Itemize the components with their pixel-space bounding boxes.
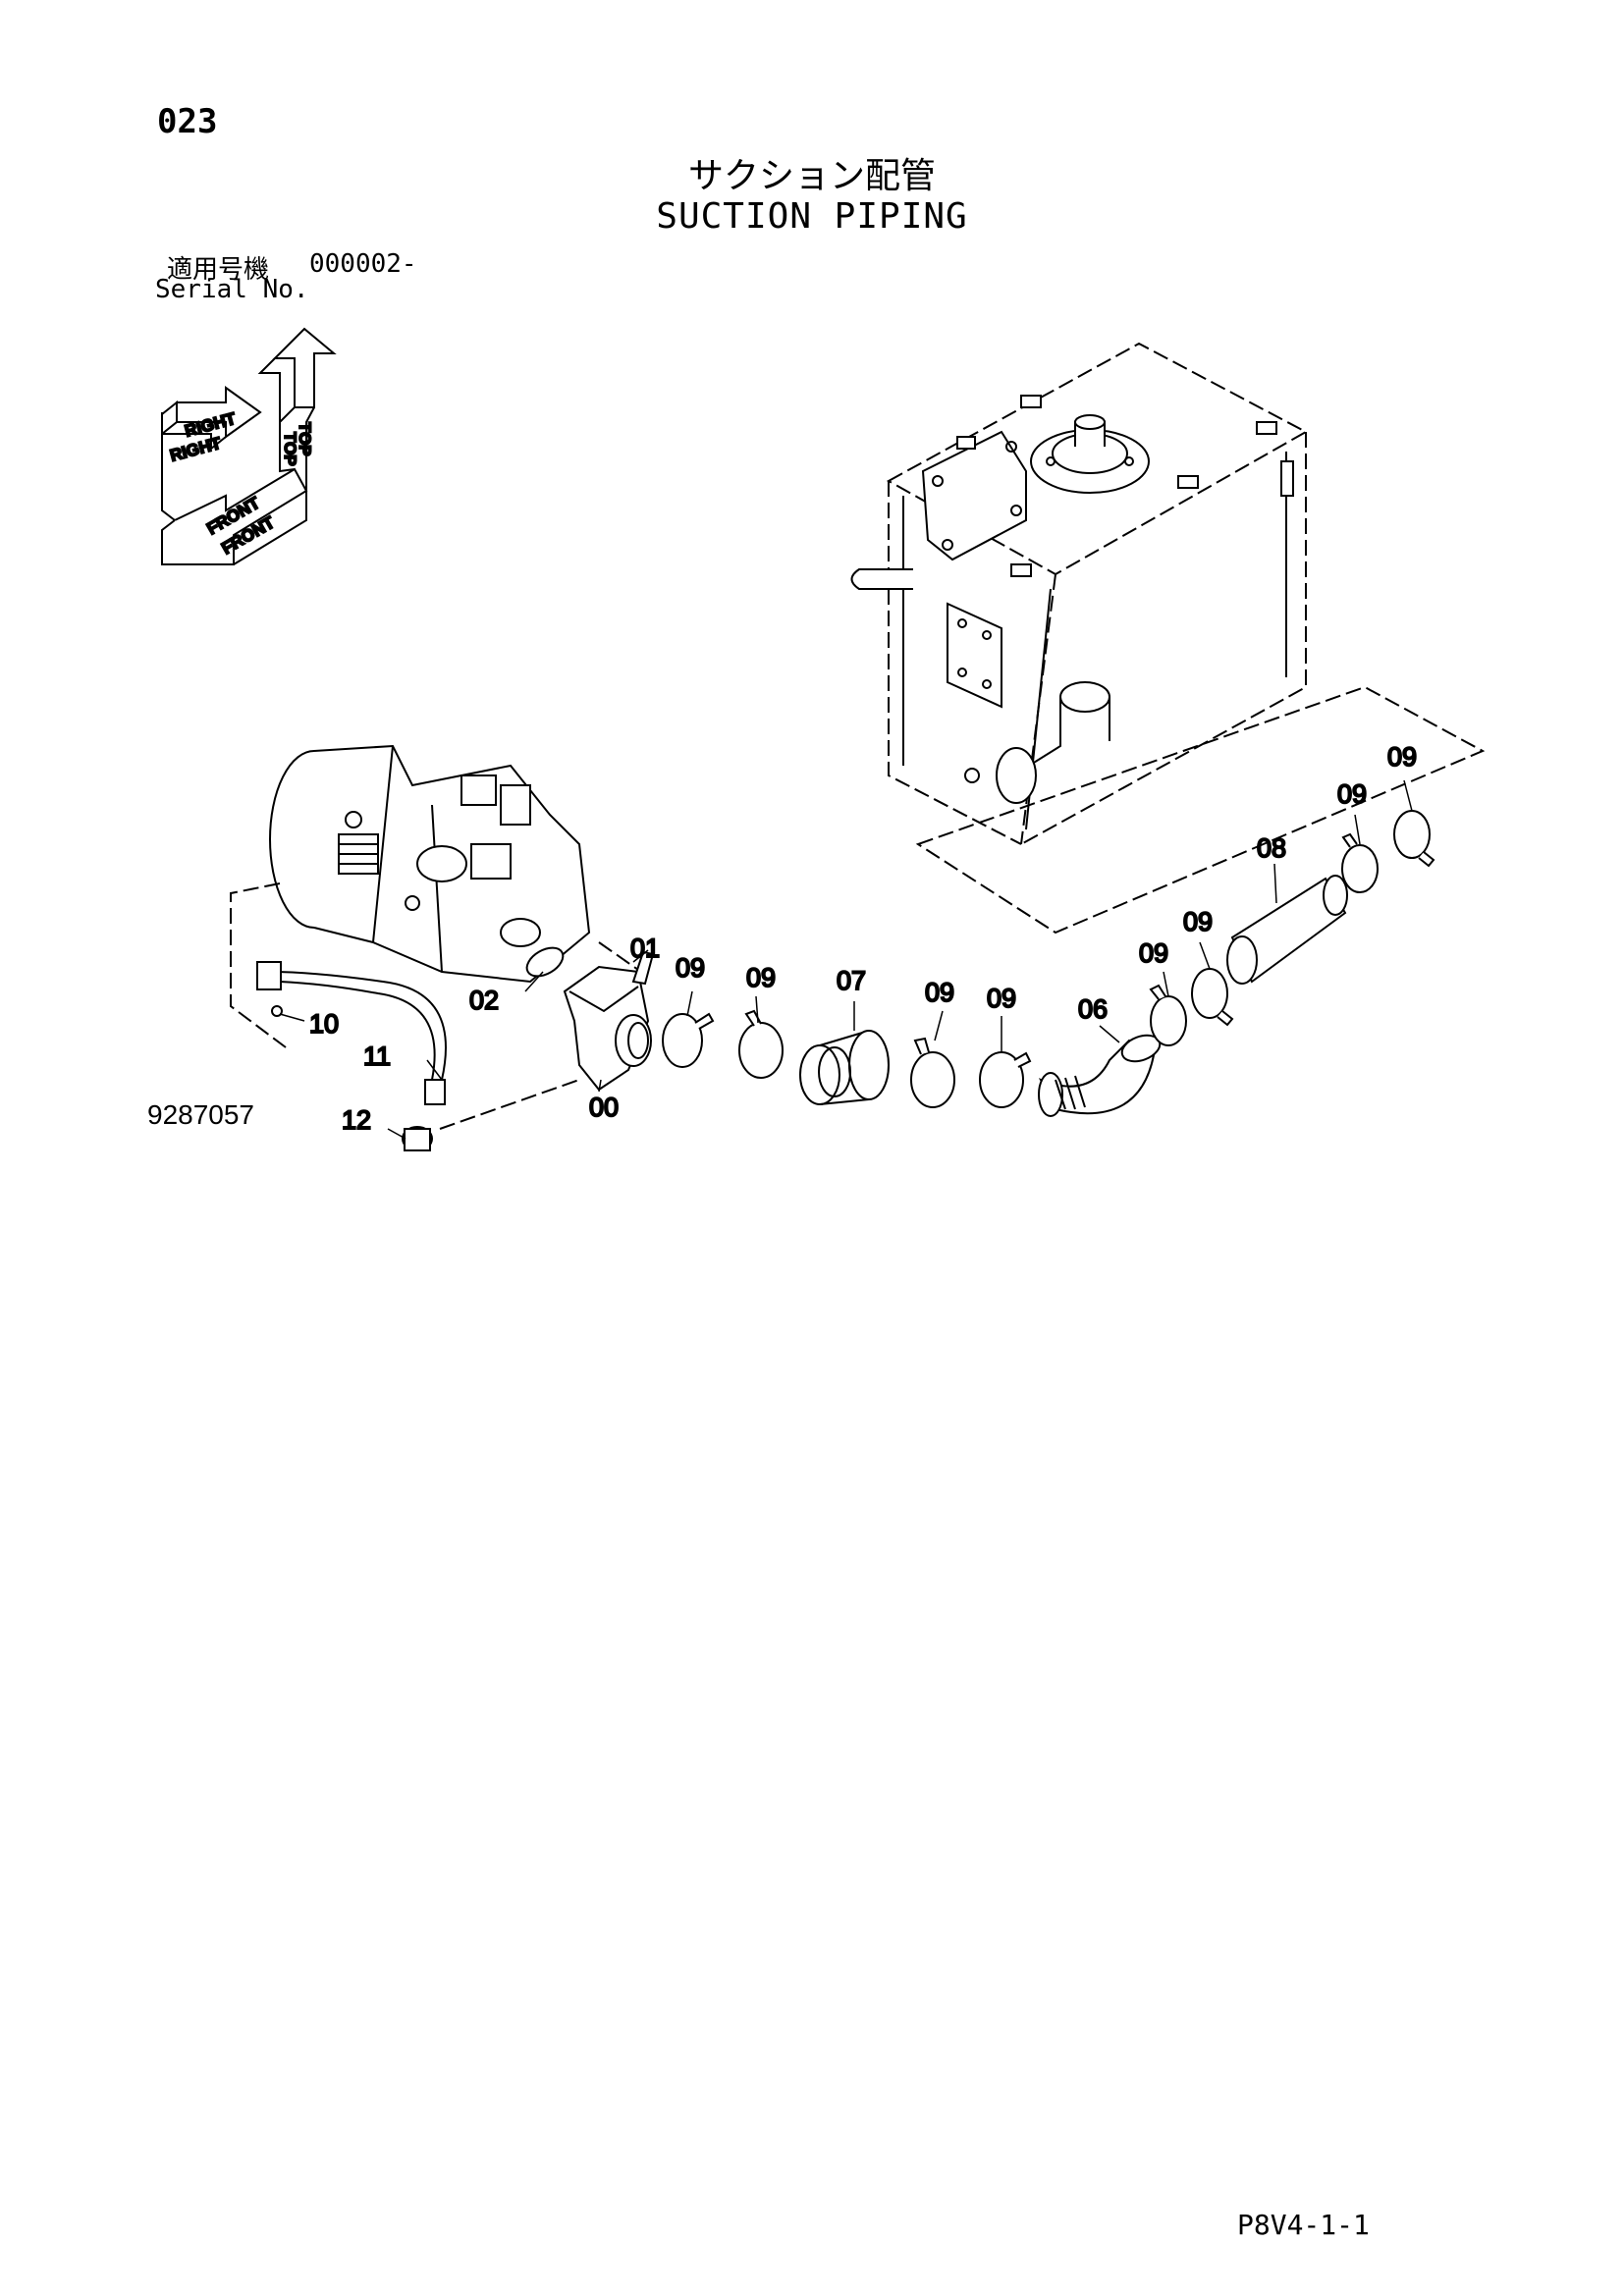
page-title-japanese: サクション配管	[687, 156, 936, 196]
page-title: SUCTION PIPING	[656, 196, 968, 237]
callout-02: 02	[469, 986, 499, 1015]
callout-09: 09	[987, 984, 1016, 1013]
callout-01: 01	[630, 934, 660, 963]
suction-elbow-00	[563, 965, 652, 1092]
hose-07	[799, 1030, 890, 1105]
serial-label: Serial No.	[155, 275, 309, 304]
hose-clamp-09	[1191, 968, 1234, 1027]
callout-09: 09	[746, 963, 776, 992]
drain-hose-11	[256, 961, 447, 1105]
orientation-icon: TOP TOP RIGHT RIGHT FRONT FRONT	[161, 327, 337, 565]
o-ring-10	[271, 1005, 283, 1017]
bolt-01	[631, 950, 655, 986]
hose-clamp-09	[662, 1012, 715, 1068]
serial-number: 000002-	[309, 249, 417, 279]
callout-09: 09	[1337, 779, 1367, 809]
callout-09: 09	[1387, 742, 1417, 772]
callout-07: 07	[837, 966, 866, 995]
pipe-08	[1226, 875, 1348, 985]
callout-06: 06	[1078, 994, 1108, 1024]
main-pump	[269, 744, 591, 984]
hose-clamp-09	[1341, 832, 1379, 893]
callout-08: 08	[1257, 833, 1286, 863]
callout-11: 11	[363, 1041, 391, 1071]
serial-label-japanese: 適用号機	[167, 255, 270, 285]
hose-clamp-09	[1393, 810, 1435, 868]
fitting-12	[402, 1126, 433, 1151]
hose-clamp-09	[979, 1051, 1032, 1108]
callout-09: 09	[925, 978, 954, 1007]
figure-id: 9287057	[147, 1099, 255, 1130]
callout-09: 09	[676, 953, 705, 983]
pump-leader	[230, 882, 291, 1051]
hydraulic-tank	[850, 342, 1309, 845]
page-reference: P8V4-1-1	[1237, 2209, 1370, 2241]
tank-leader	[915, 685, 1486, 934]
orientation-label-top: TOP	[281, 432, 299, 466]
o-ring-02	[525, 946, 565, 978]
callout-leaders	[279, 779, 1413, 1140]
hose-clamp-09	[738, 1009, 784, 1079]
orientation-label-top: TOP	[296, 422, 314, 456]
callout-00: 00	[589, 1093, 619, 1122]
callout-12: 12	[342, 1105, 371, 1135]
callout-09: 09	[1183, 907, 1213, 936]
callout-09: 09	[1139, 938, 1168, 968]
page-number: 023	[157, 102, 218, 141]
elbow-hose-06	[1038, 1034, 1162, 1117]
hose-clamp-09	[910, 1037, 955, 1108]
hose-leader	[439, 1079, 580, 1130]
callout-10: 10	[309, 1009, 339, 1039]
